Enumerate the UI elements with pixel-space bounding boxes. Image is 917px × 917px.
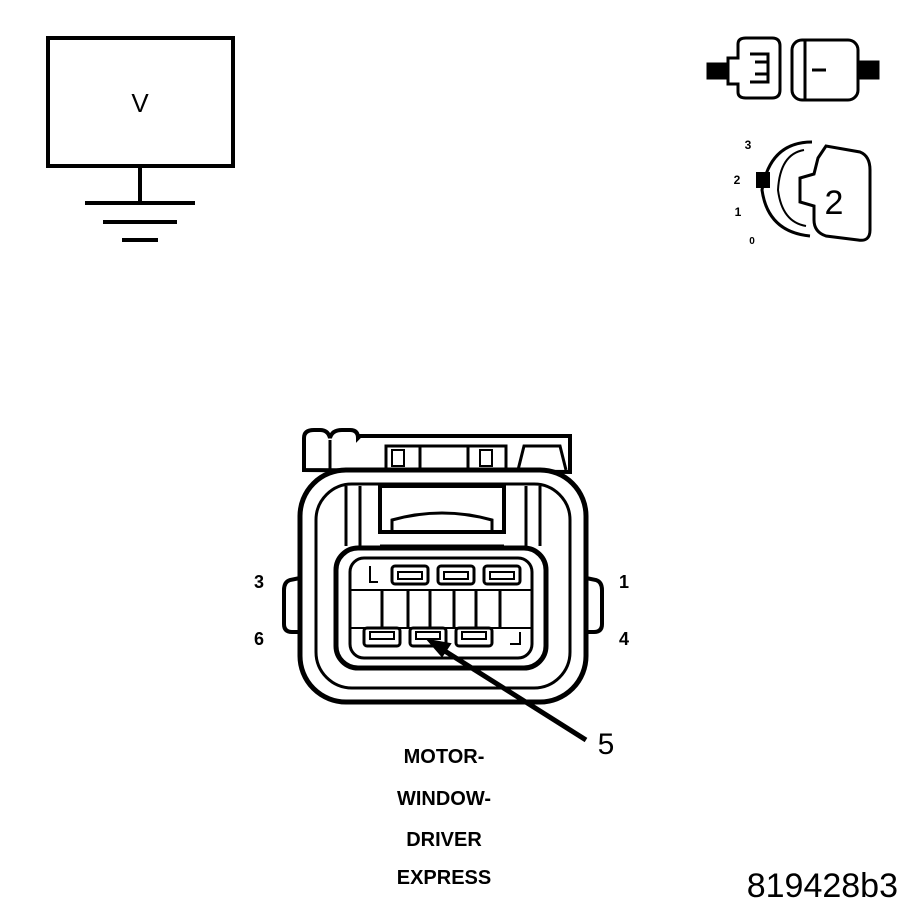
pin-label-4: 4 — [619, 629, 629, 649]
callout-pin-label: 5 — [598, 728, 615, 761]
connector-name-line-1: MOTOR- — [404, 746, 485, 768]
connector-name-line-3: DRIVER — [406, 829, 482, 851]
ignition-indicator — [756, 172, 770, 188]
ignition-position-3: 3 — [745, 138, 752, 152]
voltmeter-label: V — [131, 88, 149, 118]
ignition-position-0: 0 — [749, 236, 755, 247]
ignition-switch-icon: 3 2 1 0 2 — [734, 138, 872, 247]
arrowhead-icon — [425, 638, 452, 658]
connector-name-line-4: EXPRESS — [397, 867, 491, 889]
ignition-position-2: 2 — [734, 173, 741, 187]
terminal-top-3 — [482, 564, 522, 586]
disconnected-connector-icon — [706, 36, 880, 102]
ignition-selected-position: 2 — [825, 184, 844, 222]
figure-id: 819428b3 — [747, 867, 898, 905]
terminal-bottom-2 — [408, 626, 448, 648]
connector-face — [282, 428, 604, 743]
terminal-bottom-1 — [362, 626, 402, 648]
callout-arrow — [438, 645, 588, 743]
terminal-bottom-3 — [454, 626, 494, 648]
voltmeter-symbol: V — [46, 36, 235, 242]
ignition-position-1: 1 — [735, 205, 742, 219]
ground-icon — [85, 201, 195, 242]
pin-label-3: 3 — [254, 572, 264, 592]
terminal-top-1 — [390, 564, 430, 586]
terminal-top-2 — [436, 564, 476, 586]
connector-name-line-2: WINDOW- — [397, 788, 491, 810]
pin-label-6: 6 — [254, 629, 264, 649]
pin-label-1: 1 — [619, 572, 629, 592]
connector-latch — [302, 428, 572, 475]
